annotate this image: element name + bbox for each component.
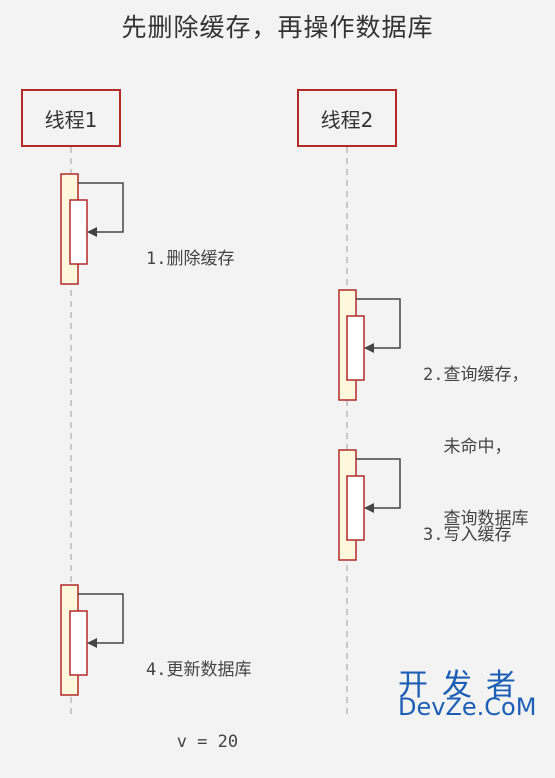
step-2-line-3: 查询数据库 [423,509,529,529]
step-label-2: 2.查询缓存， 未命中， 查询数据库 [423,315,528,555]
step-3-line-1: 3.写入缓存 [423,525,512,545]
step-label-3: 3.写入缓存 [423,475,511,571]
activation-inner-3 [346,475,365,541]
actor-thread-2: 线程2 [297,89,397,147]
self-message-arrow-2 [356,298,401,353]
step-label-1: 1.删除缓存 [146,199,234,295]
actor-thread-1: 线程1 [21,89,121,147]
diagram-title: 先删除缓存，再操作数据库 [121,13,434,42]
watermark-logo-text: 开发者 [398,668,530,703]
activation-inner-1 [69,199,88,265]
step-2-line-1: 2.查询缓存， [423,365,529,385]
step-4-line-2: v = 20 [146,732,239,752]
activation-inner-2 [346,315,365,381]
sequence-diagram [60,147,401,718]
step-1-line-1: 1.删除缓存 [146,249,235,269]
activation-inner-4 [69,610,88,676]
step-4-line-1: 4.更新数据库 [146,660,252,680]
step-label-4: 4.更新数据库 v = 20 [146,610,251,778]
self-message-arrow-3 [356,458,401,513]
step-2-line-2: 未命中， [423,437,512,457]
watermark-site-text: DevZe.CoM [398,693,537,721]
self-message-arrow-4 [78,593,124,648]
self-message-arrow-1 [78,182,124,237]
